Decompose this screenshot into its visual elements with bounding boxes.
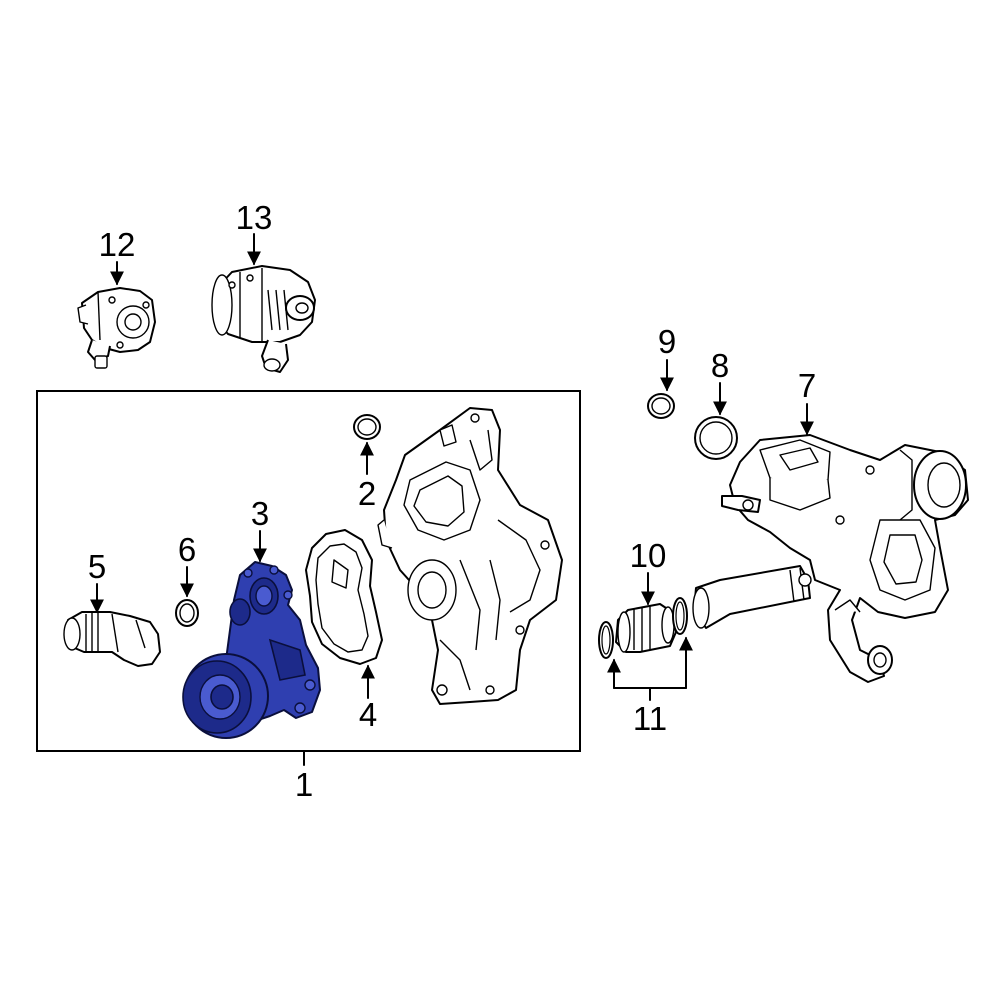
callout-13: 13 bbox=[236, 199, 273, 236]
callout-10: 10 bbox=[630, 537, 667, 574]
callout-9: 9 bbox=[658, 323, 676, 360]
callout-11-bracket bbox=[607, 636, 693, 701]
callout-2: 2 bbox=[358, 475, 376, 512]
assembly-box bbox=[36, 390, 581, 752]
part-11-o-ring-left[interactable] bbox=[598, 621, 614, 659]
part-4-gasket[interactable] bbox=[305, 529, 383, 665]
callout-1: 1 bbox=[295, 766, 313, 803]
part-11-o-ring-right[interactable] bbox=[672, 597, 688, 635]
callout-12: 12 bbox=[99, 226, 136, 263]
pump-housing[interactable] bbox=[377, 407, 563, 705]
callout-6: 6 bbox=[178, 531, 196, 568]
part-12-aux-pump[interactable] bbox=[77, 287, 156, 369]
callout-11: 11 bbox=[633, 700, 667, 737]
part-7-thermostat-housing[interactable] bbox=[692, 434, 969, 683]
callout-8: 8 bbox=[711, 347, 729, 384]
part-3-water-pump[interactable] bbox=[182, 561, 321, 739]
callout-5: 5 bbox=[88, 548, 106, 585]
part-6-o-ring[interactable] bbox=[175, 599, 199, 627]
callout-3: 3 bbox=[251, 495, 269, 532]
part-9-o-ring[interactable] bbox=[647, 393, 675, 419]
part-13-electric-pump[interactable] bbox=[211, 265, 316, 373]
part-5-pipe-connector[interactable] bbox=[63, 611, 161, 667]
callout-7: 7 bbox=[798, 367, 816, 404]
part-10-connector-pipe[interactable] bbox=[615, 603, 677, 653]
part-8-o-ring[interactable] bbox=[694, 416, 738, 460]
callout-4: 4 bbox=[359, 696, 377, 733]
part-2-o-ring[interactable] bbox=[353, 414, 381, 440]
